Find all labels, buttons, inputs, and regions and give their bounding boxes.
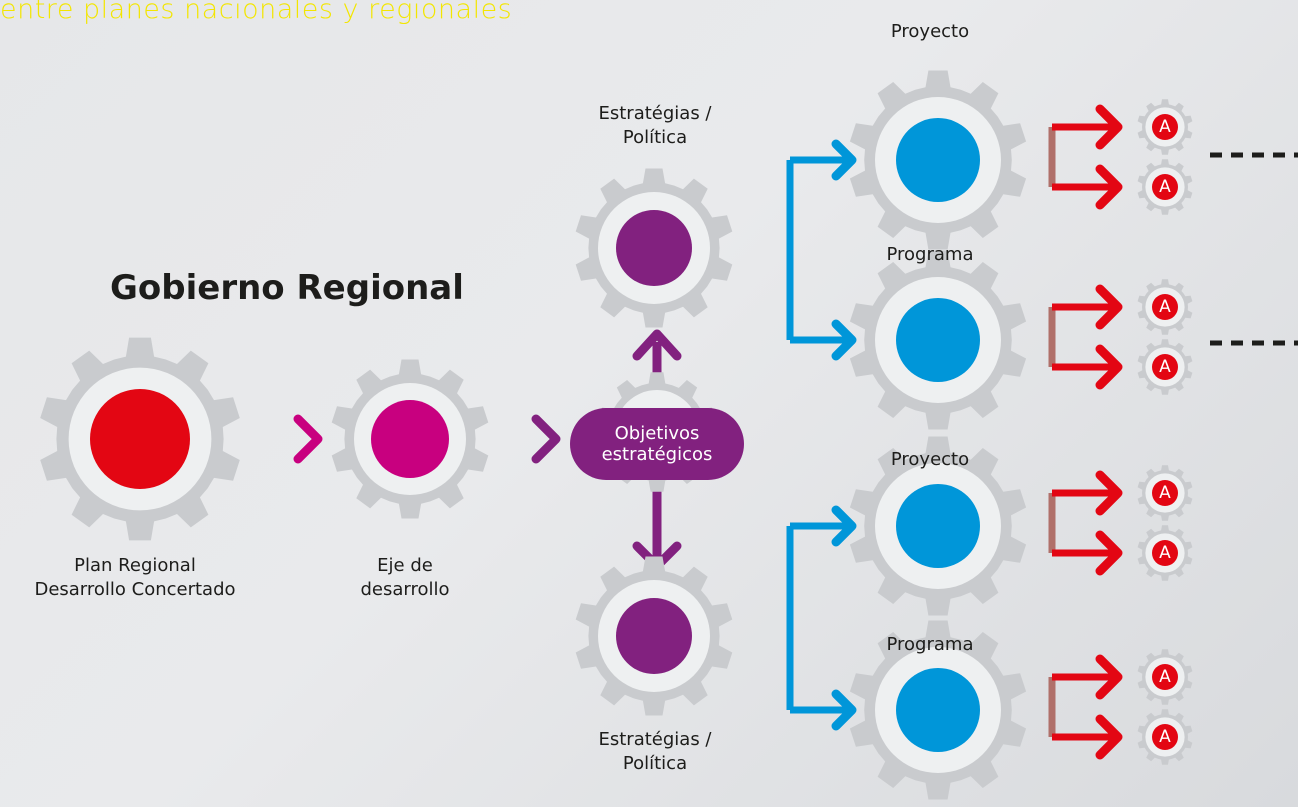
activity-branch-2-arrow-upper — [1095, 284, 1123, 330]
activity-2-1-core — [1152, 294, 1178, 320]
eje-label-line1: Eje de — [377, 555, 433, 576]
activity-2-1-label: A — [1159, 297, 1171, 317]
dashed-continuation-lines — [1210, 152, 1298, 346]
activity-3-1-core — [1152, 480, 1178, 506]
blue-node-label-2: Programa — [886, 244, 974, 265]
estrategias-bottom-line2: Política — [622, 753, 688, 774]
plan-node-core — [90, 389, 190, 489]
activity-branch-4-arrow-lower — [1095, 714, 1123, 760]
blue-node-4-core — [896, 668, 980, 752]
objetivos-line1: Objetivos — [614, 423, 700, 444]
arrow-eje-objetivos — [531, 414, 561, 464]
activity-2-2 — [1137, 339, 1193, 395]
activity-branch-4-arrow-upper — [1095, 654, 1123, 700]
blue-node-3-core — [896, 484, 980, 568]
plan-label-line1: Plan Regional — [74, 555, 196, 576]
activity-4-1-label: A — [1159, 667, 1171, 687]
activity-4-2-core — [1152, 724, 1178, 750]
activity-3-2-label: A — [1159, 543, 1171, 563]
activity-branch-1-arrow-lower — [1095, 164, 1123, 210]
activity-1-2-core — [1152, 174, 1178, 200]
activity-1-2-label: A — [1159, 177, 1171, 197]
activity-3-1-label: A — [1159, 483, 1171, 503]
activity-4-1 — [1137, 649, 1193, 705]
activity-2-1 — [1137, 279, 1193, 335]
activity-1-1-label: A — [1159, 117, 1171, 137]
estrategias-top-line1: Estratégias / — [598, 103, 712, 124]
blue-node-1 — [849, 70, 1027, 250]
activity-3-1 — [1137, 465, 1193, 521]
activity-branch-2-arrow-lower — [1095, 344, 1123, 390]
connectors — [140, 104, 1123, 760]
blue-node-label-3: Proyecto — [890, 449, 970, 470]
activity-4-2 — [1137, 709, 1193, 765]
activity-4-1-core — [1152, 664, 1178, 690]
blue-node-2-core — [896, 298, 980, 382]
arrow-objetivos-up — [632, 329, 682, 361]
activity-branch-1-arrow-upper — [1095, 104, 1123, 150]
estrategias-bottom-label: Estratégias / Política — [575, 728, 735, 776]
blue-node-2 — [849, 250, 1027, 430]
activity-3-2 — [1137, 525, 1193, 581]
eje-label: Eje de desarrollo — [340, 554, 470, 602]
branch-bottom-arrow-lower — [831, 689, 857, 731]
activity-branch-3-arrow-lower — [1095, 530, 1123, 576]
blue-node-1-core — [896, 118, 980, 202]
eje-label-line2: desarrollo — [360, 579, 450, 600]
branch-top-arrow-lower — [831, 319, 857, 361]
estrategias-bottom-node-core — [616, 598, 692, 674]
estrategias-top-line2: Política — [622, 127, 688, 148]
activity-3-2-core — [1152, 540, 1178, 566]
objetivos-line2: estratégicos — [601, 444, 713, 465]
eje-node — [331, 359, 489, 519]
estrategias-top-label: Estratégias / Política — [575, 102, 735, 150]
activity-2-2-label: A — [1159, 357, 1171, 377]
activity-branch-3-arrow-upper — [1095, 470, 1123, 516]
activity-1-1 — [1137, 99, 1193, 155]
branch-top-arrow-upper — [831, 139, 857, 181]
estrategias-top-node-core — [616, 210, 692, 286]
activity-4-2-label: A — [1159, 727, 1171, 747]
activity-1-2 — [1137, 159, 1193, 215]
plan-label: Plan Regional Desarrollo Concertado — [10, 554, 260, 602]
branch-bottom-arrow-upper — [831, 505, 857, 547]
objetivos-estrategicos-pill: Objetivos estratégicos — [570, 408, 744, 480]
estrategias-bottom-node — [575, 556, 733, 716]
estrategias-top-node — [575, 168, 733, 328]
eje-node-core — [371, 400, 449, 478]
blue-node-label-1: Proyecto — [890, 21, 970, 42]
blue-node-3 — [849, 436, 1027, 616]
activity-1-1-core — [1152, 114, 1178, 140]
blue-node-4 — [849, 620, 1027, 800]
top-heading: entre planes nacionales y regionales — [0, 0, 513, 25]
arrow-plan-eje — [293, 414, 323, 464]
plan-label-line2: Desarrollo Concertado — [34, 579, 236, 600]
activity-2-2-core — [1152, 354, 1178, 380]
region-title: Gobierno Regional — [110, 268, 464, 308]
nodes — [40, 70, 1193, 800]
plan-node — [40, 337, 240, 541]
blue-node-label-4: Programa — [886, 634, 974, 655]
estrategias-bottom-line1: Estratégias / — [598, 729, 712, 750]
